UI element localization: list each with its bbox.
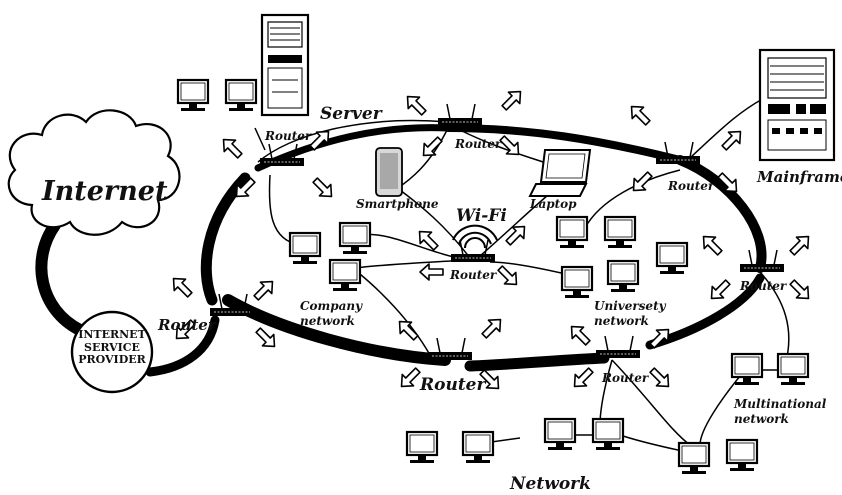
mainframe-computer	[758, 48, 836, 162]
router-label-server: Router	[265, 129, 312, 143]
company-network-label-2: network	[300, 314, 355, 328]
smartphone-label: Smartphone	[356, 197, 439, 211]
internet-label: Internet	[42, 176, 168, 207]
laptop-device	[528, 149, 592, 197]
router-label-mainframe: Router	[668, 179, 715, 193]
server-label: Server	[320, 104, 382, 124]
multinational-network-label-2: network	[734, 412, 789, 426]
router-label-wifi: Router	[450, 268, 497, 282]
router-label-university: Router	[740, 279, 787, 293]
smartphone-device	[375, 147, 403, 197]
mainframe-label: Mainframe	[757, 168, 842, 186]
router-label-network: Router	[602, 371, 649, 385]
wifi-icon	[452, 224, 498, 249]
wifi-label: Wi-Fi	[456, 206, 507, 226]
isp-line-2: SERVICE	[84, 340, 140, 354]
university-network-label-1: Universety	[594, 299, 666, 313]
router-label-isp: Router	[158, 316, 216, 334]
network-label: Network	[510, 474, 591, 494]
company-network-label-1: Company	[300, 299, 363, 313]
isp-label: INTERNET SERVICE PROVIDER	[73, 328, 151, 367]
laptop-label: Laptop	[530, 197, 577, 211]
university-network-label-2: network	[594, 314, 649, 328]
server-computer	[260, 13, 310, 117]
backbone-links	[35, 124, 767, 377]
isp-circle	[70, 310, 154, 394]
router-label-top: Router	[455, 137, 502, 151]
internet-cloud	[7, 109, 181, 236]
multinational-network-label-1: Multinational	[734, 397, 827, 411]
isp-line-1: INTERNET	[78, 328, 146, 341]
isp-line-3: PROVIDER	[78, 353, 146, 367]
router-label-bottom: Router	[420, 375, 486, 395]
